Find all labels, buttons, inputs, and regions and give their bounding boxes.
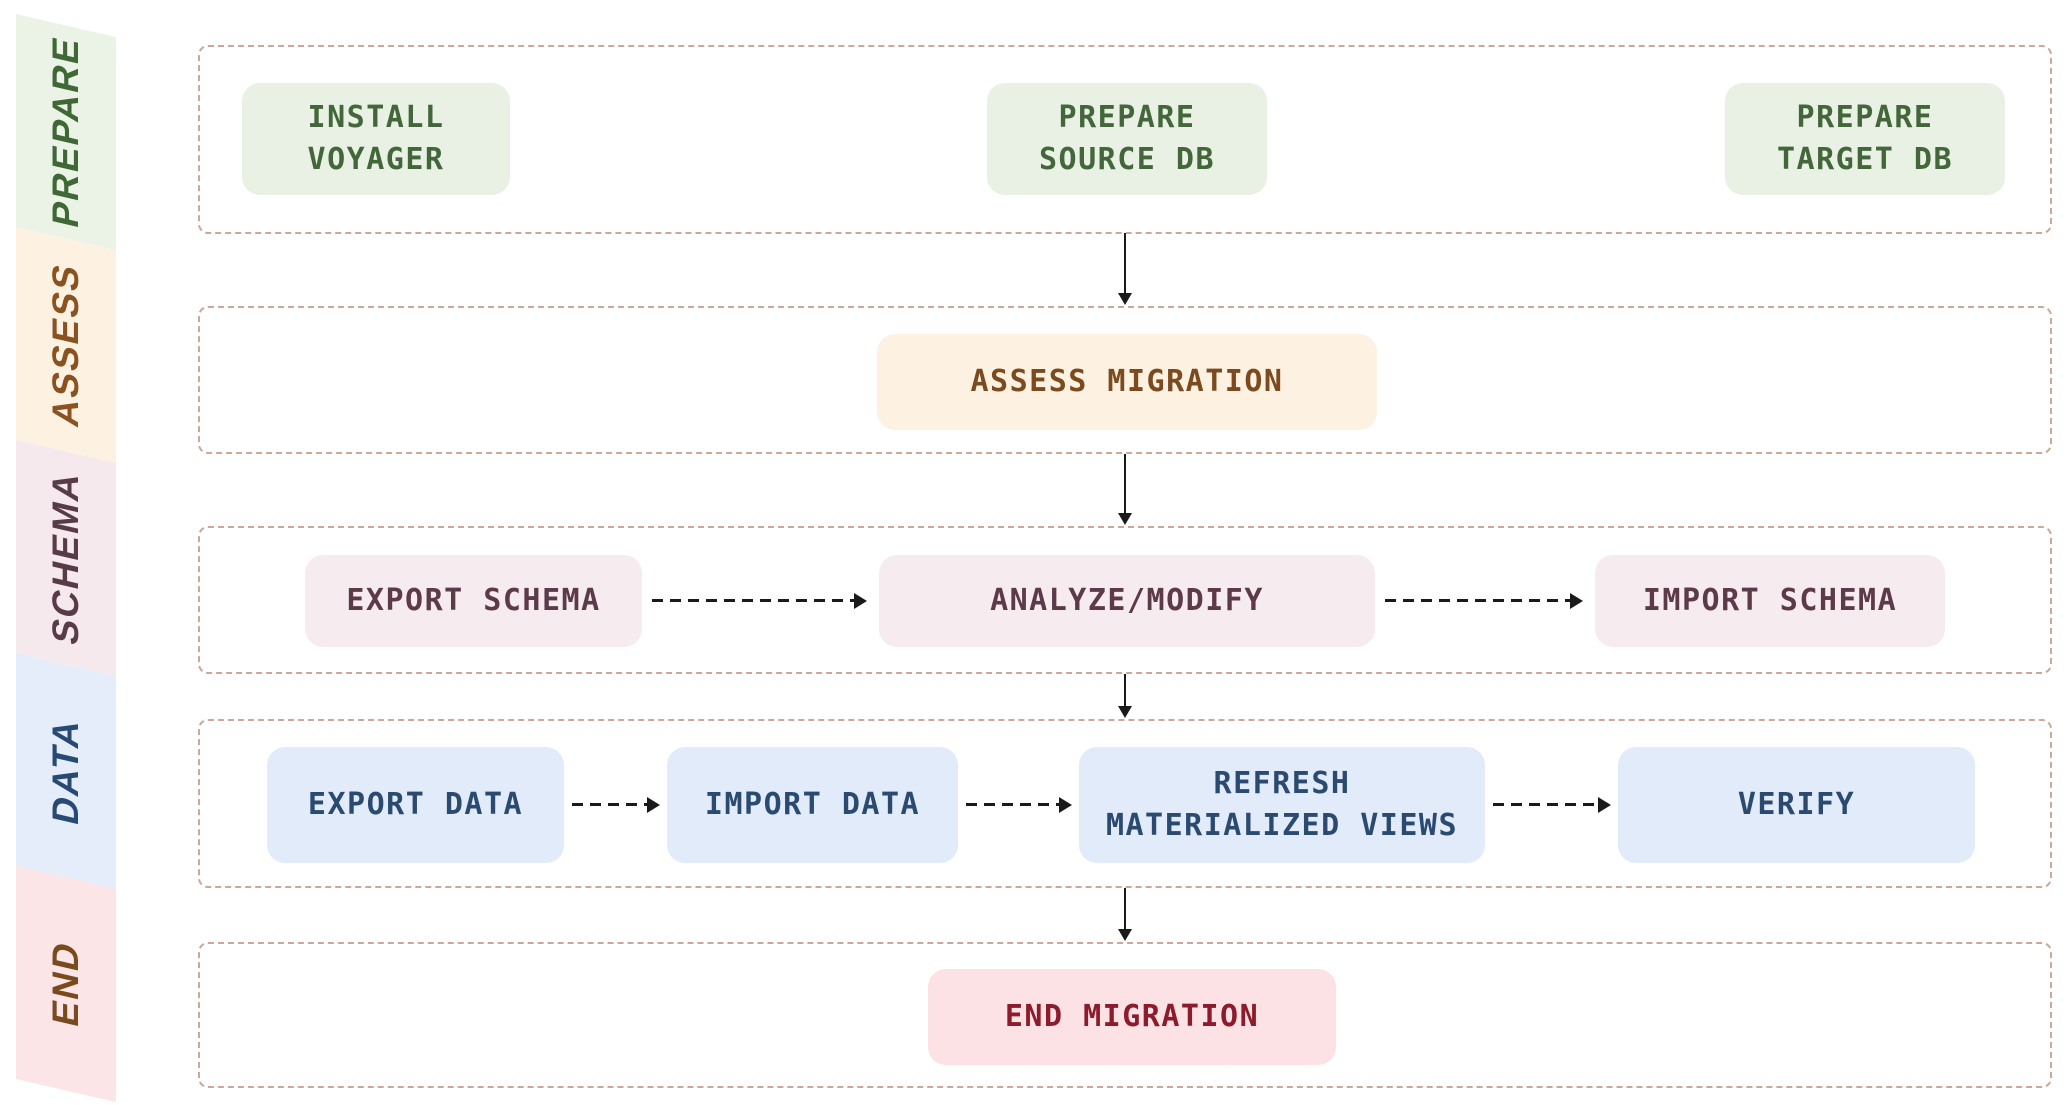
- box-verify: VERIFY: [1618, 747, 1975, 863]
- arrow-export-data-to-import-data: [572, 803, 657, 806]
- stage-rail-prepare-label: PREPARE: [45, 32, 86, 232]
- arrow-import-data-to-refresh: [966, 803, 1069, 806]
- stage-rail-assess: ASSESS: [16, 227, 116, 464]
- box-assess-migration: ASSESS MIGRATION: [877, 334, 1377, 430]
- stage-rail-schema: SCHEMA: [16, 440, 116, 677]
- arrow-assess-to-schema: [1124, 454, 1126, 514]
- arrow-analyze-to-import-schema: [1385, 599, 1580, 602]
- arrow-export-schema-to-analyze: [652, 599, 864, 602]
- box-end-migration: END MIGRATION: [928, 969, 1336, 1065]
- box-refresh-materialized-views: REFRESH MATERIALIZED VIEWS: [1079, 747, 1485, 863]
- row-data: EXPORT DATA IMPORT DATA REFRESH MATERIAL…: [198, 719, 2052, 888]
- stage-rail-data-label: DATA: [45, 713, 86, 829]
- box-export-data: EXPORT DATA: [267, 747, 564, 863]
- box-install-voyager: INSTALL VOYAGER: [242, 83, 510, 195]
- stage-rail-assess-label: ASSESS: [45, 259, 86, 431]
- stage-rail-schema-label: SCHEMA: [45, 467, 86, 649]
- stage-rail-prepare: PREPARE: [16, 14, 116, 251]
- stage-rail: PREPARE ASSESS SCHEMA DATA END: [16, 14, 116, 1103]
- box-prepare-source-db: PREPARE SOURCE DB: [987, 83, 1267, 195]
- stage-rail-end: END: [16, 866, 116, 1103]
- arrow-prepare-to-assess: [1124, 233, 1126, 294]
- row-prepare: INSTALL VOYAGER PREPARE SOURCE DB PREPAR…: [198, 45, 2052, 234]
- box-prepare-target-db: PREPARE TARGET DB: [1725, 83, 2005, 195]
- box-export-schema: EXPORT SCHEMA: [305, 555, 642, 647]
- box-analyze-modify: ANALYZE/MODIFY: [879, 555, 1375, 647]
- row-schema: EXPORT SCHEMA ANALYZE/MODIFY IMPORT SCHE…: [198, 526, 2052, 674]
- row-assess: ASSESS MIGRATION: [198, 306, 2052, 454]
- arrow-schema-to-data: [1124, 674, 1126, 707]
- box-import-data: IMPORT DATA: [667, 747, 958, 863]
- arrow-data-to-end: [1124, 888, 1126, 930]
- box-import-schema: IMPORT SCHEMA: [1595, 555, 1945, 647]
- arrow-refresh-to-verify: [1493, 803, 1608, 806]
- row-end: END MIGRATION: [198, 942, 2052, 1088]
- stage-rail-end-label: END: [45, 937, 86, 1031]
- stage-rail-data: DATA: [16, 653, 116, 890]
